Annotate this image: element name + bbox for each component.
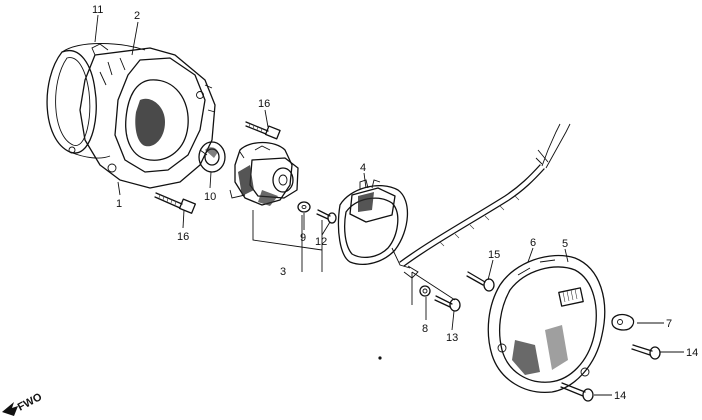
bolt-16-upper — [245, 121, 281, 140]
bolt-13 — [434, 295, 461, 312]
screw-12 — [316, 209, 337, 224]
forward-direction-indicator: FWO — [2, 391, 44, 416]
callout-14-right: 14 — [686, 347, 698, 359]
bracket-8-13 — [411, 271, 456, 305]
dot-mark — [378, 356, 382, 360]
oil-seal-part — [198, 141, 226, 173]
callout-2: 2 — [134, 10, 140, 22]
callout-5: 5 — [562, 238, 568, 250]
bolt-16-lower — [154, 192, 197, 214]
direction-label: FWO — [16, 391, 45, 414]
pulser-generator-part — [337, 179, 411, 269]
generator-housing — [68, 43, 216, 189]
leader-lines — [94, 14, 684, 396]
forward-arrow-icon — [2, 402, 18, 416]
callout-13: 13 — [446, 332, 458, 344]
callout-6: 6 — [530, 237, 536, 249]
callout-11: 11 — [92, 4, 103, 16]
callout-16-lower: 16 — [177, 231, 189, 243]
assembly-bracket-3 — [252, 210, 323, 272]
callout-7: 7 — [666, 318, 672, 330]
callout-4: 4 — [360, 162, 366, 174]
bolt-15 — [466, 271, 495, 292]
callout-labels: 11 2 1 16 16 10 3 9 12 4 6 5 15 8 13 7 1… — [92, 4, 698, 402]
gasket-part — [46, 43, 146, 159]
callout-3: 3 — [280, 266, 286, 278]
bolt-14-right — [631, 344, 661, 360]
callout-16-upper: 16 — [258, 98, 270, 110]
callout-15: 15 — [488, 249, 500, 261]
clamp-7 — [611, 313, 635, 331]
wire-harness — [399, 123, 571, 279]
callout-14-bottom: 14 — [614, 390, 626, 402]
washer-8 — [419, 285, 431, 297]
generator-cover — [487, 254, 606, 394]
callout-1: 1 — [116, 198, 122, 210]
bolt-14-bottom — [560, 382, 594, 402]
callout-8: 8 — [422, 323, 428, 335]
callout-10: 10 — [204, 191, 216, 203]
callout-12: 12 — [315, 236, 327, 248]
washer-part — [297, 201, 311, 213]
pulser-assembly — [229, 141, 299, 206]
callout-9: 9 — [300, 232, 306, 244]
